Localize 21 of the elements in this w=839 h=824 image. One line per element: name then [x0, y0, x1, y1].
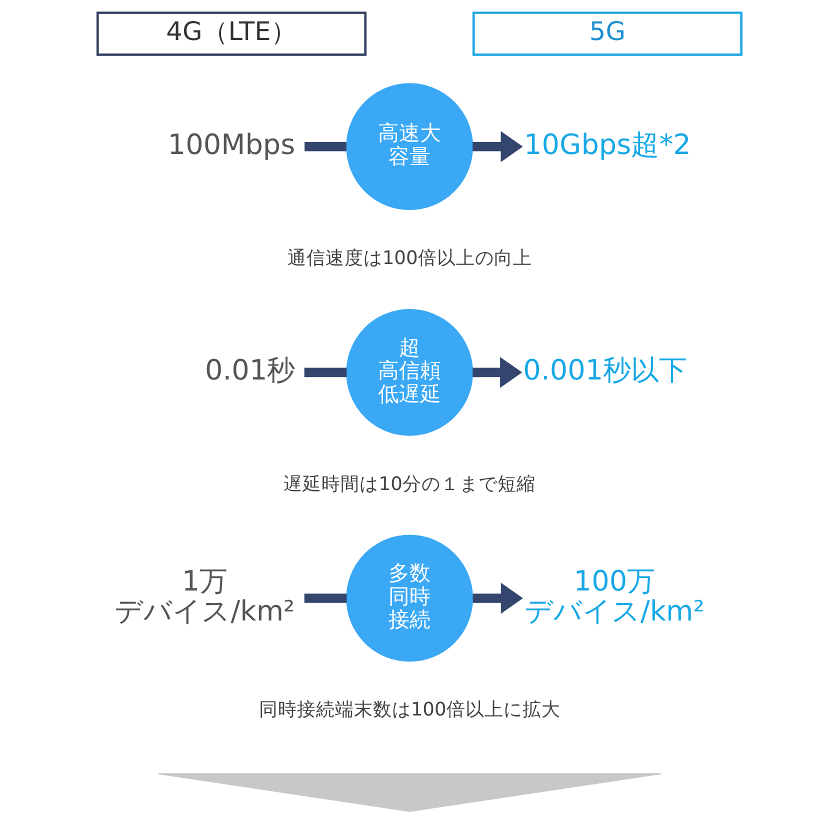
- node-box: 5G: [472, 12, 742, 56]
- connector: [304, 142, 346, 152]
- node-text: 0.01秒: [205, 354, 296, 387]
- node-box: 4G（LTE）: [96, 12, 367, 56]
- node-circle: 多数同時接続: [346, 534, 474, 662]
- node-triangle: [158, 773, 662, 812]
- connector: [304, 594, 347, 603]
- arrow: [472, 582, 523, 614]
- node-text: 100Mbps: [168, 128, 296, 161]
- label: 同時接続端末数は100倍以上に拡大: [258, 700, 560, 721]
- label: 遅延時間は10分の１まで短縮: [284, 474, 536, 495]
- connector: [304, 368, 347, 378]
- node-circle: 高速大容量: [346, 83, 474, 210]
- arrow: [472, 356, 522, 388]
- node-text: 10Gbps超*2: [524, 128, 691, 161]
- node-text: 0.001秒以下: [523, 354, 688, 387]
- node-text: 100万 デバイス/km²: [524, 564, 704, 628]
- node-text: 1万 デバイス/km²: [114, 564, 295, 628]
- label: 通信速度は100倍以上の向上: [287, 248, 532, 269]
- arrow: [472, 131, 523, 162]
- node-circle: 超高信頼低遅延: [346, 308, 474, 436]
